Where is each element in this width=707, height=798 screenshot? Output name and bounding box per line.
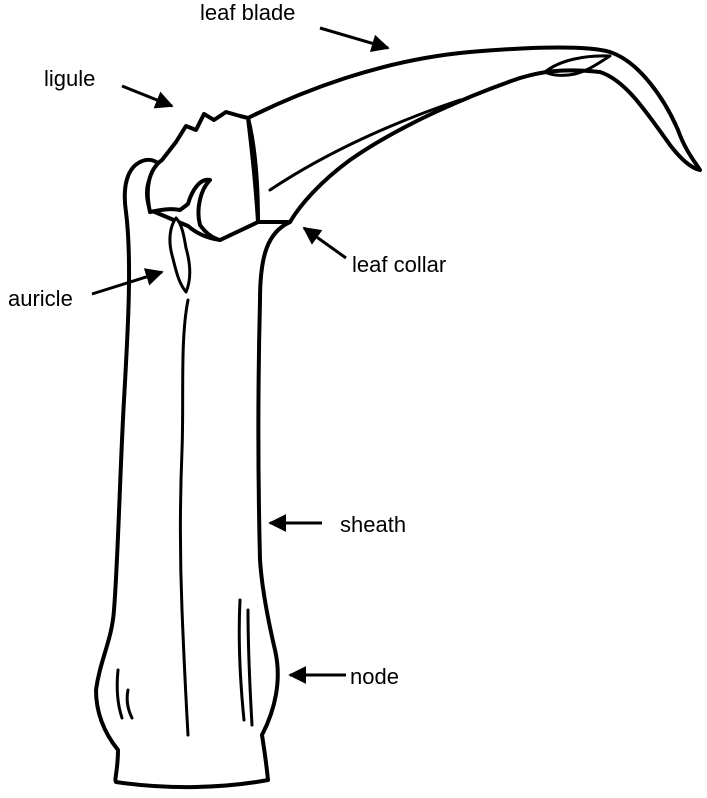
leaf-blade-drawing <box>248 48 700 223</box>
label-node: node <box>350 664 399 689</box>
arrow-ligule <box>122 86 172 106</box>
label-auricle: auricle <box>8 286 73 311</box>
label-leaf-collar: leaf collar <box>352 252 446 277</box>
label-ligule: ligule <box>44 66 95 91</box>
arrow-leaf-collar <box>304 228 346 258</box>
label-sheath: sheath <box>340 512 406 537</box>
label-leaf-blade: leaf blade <box>200 0 295 25</box>
arrow-leaf-blade <box>320 28 388 48</box>
